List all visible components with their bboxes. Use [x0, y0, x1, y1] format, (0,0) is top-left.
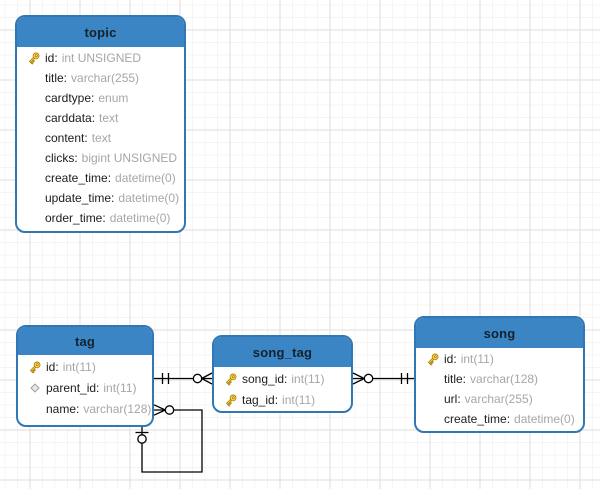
field-name: create_time:: [444, 412, 511, 426]
field-name: id:: [45, 51, 58, 65]
key-icon: [220, 393, 242, 407]
field-type: varchar(255): [71, 71, 140, 85]
table-row[interactable]: order_time:datetime(0): [17, 208, 184, 228]
field-type: varchar(128): [83, 401, 152, 416]
field-name: content:: [45, 131, 88, 145]
table-row[interactable]: id:int UNSIGNED: [17, 48, 184, 68]
field-name: url:: [444, 392, 461, 406]
table-row[interactable]: id:int(11): [18, 356, 152, 377]
field-type: varchar(255): [464, 392, 533, 406]
table-row[interactable]: title:varchar(255): [17, 68, 184, 88]
field-type: varchar(128): [470, 372, 539, 386]
field-name: cardtype:: [45, 91, 95, 105]
field-name: tag_id:: [242, 392, 279, 407]
table-row[interactable]: tag_id:int(11): [214, 389, 351, 410]
table-row[interactable]: cardtype:enum: [17, 88, 184, 108]
key-icon: [23, 51, 45, 65]
field-type: int(11): [282, 392, 316, 407]
diamond-icon: [24, 382, 46, 394]
field-type: datetime(0): [109, 211, 171, 225]
table-row[interactable]: create_time:datetime(0): [17, 168, 184, 188]
field-name: title:: [45, 71, 68, 85]
field-type: int(11): [62, 359, 96, 374]
table-row[interactable]: url:varchar(255): [416, 389, 583, 409]
field-type: int(11): [291, 371, 325, 386]
key-icon: [422, 352, 444, 366]
table-title: topic: [84, 24, 117, 40]
table-header[interactable]: topic: [17, 17, 184, 47]
table-row[interactable]: content:text: [17, 128, 184, 148]
field-name: parent_id:: [46, 380, 100, 395]
table-title: song_tag: [252, 344, 313, 360]
field-name: carddata:: [45, 111, 96, 125]
table-row[interactable]: clicks:bigint UNSIGNED: [17, 148, 184, 168]
table-header[interactable]: song_tag: [214, 337, 351, 367]
field-name: create_time:: [45, 171, 112, 185]
field-name: name:: [46, 401, 80, 416]
field-type: text: [91, 131, 112, 145]
table-row[interactable]: carddata:text: [17, 108, 184, 128]
field-type: int(11): [103, 380, 137, 395]
field-name: title:: [444, 372, 467, 386]
field-type: enum: [98, 91, 129, 105]
table-row[interactable]: title:varchar(128): [416, 369, 583, 389]
field-type: bigint UNSIGNED: [81, 151, 178, 165]
table-row[interactable]: update_time:datetime(0): [17, 188, 184, 208]
field-type: datetime(0): [115, 171, 176, 185]
field-name: id:: [444, 352, 457, 366]
field-name: song_id:: [242, 371, 288, 386]
table-title: tag: [74, 333, 96, 349]
edge-songtag-song[interactable]: [352, 372, 414, 385]
key-icon: [24, 360, 46, 374]
field-name: order_time:: [45, 211, 106, 225]
key-icon: [220, 372, 242, 386]
table-title: song: [483, 325, 516, 341]
field-type: datetime(0): [118, 191, 180, 205]
field-type: int(11): [460, 352, 494, 366]
field-type: text: [99, 111, 119, 125]
table-row[interactable]: create_time:datetime(0): [416, 409, 583, 429]
field-type: datetime(0): [514, 412, 575, 426]
table-row[interactable]: id:int(11): [416, 349, 583, 369]
table-header[interactable]: tag: [18, 327, 152, 355]
table-header[interactable]: song: [416, 318, 583, 348]
field-name: id:: [46, 359, 59, 374]
table-row[interactable]: parent_id:int(11): [18, 377, 152, 398]
table-row[interactable]: name:varchar(128): [18, 398, 152, 419]
field-name: clicks:: [45, 151, 78, 165]
field-type: int UNSIGNED: [61, 51, 142, 65]
edge-tag-songtag[interactable]: [154, 372, 213, 385]
field-name: update_time:: [45, 191, 115, 205]
table-row[interactable]: song_id:int(11): [214, 368, 351, 389]
